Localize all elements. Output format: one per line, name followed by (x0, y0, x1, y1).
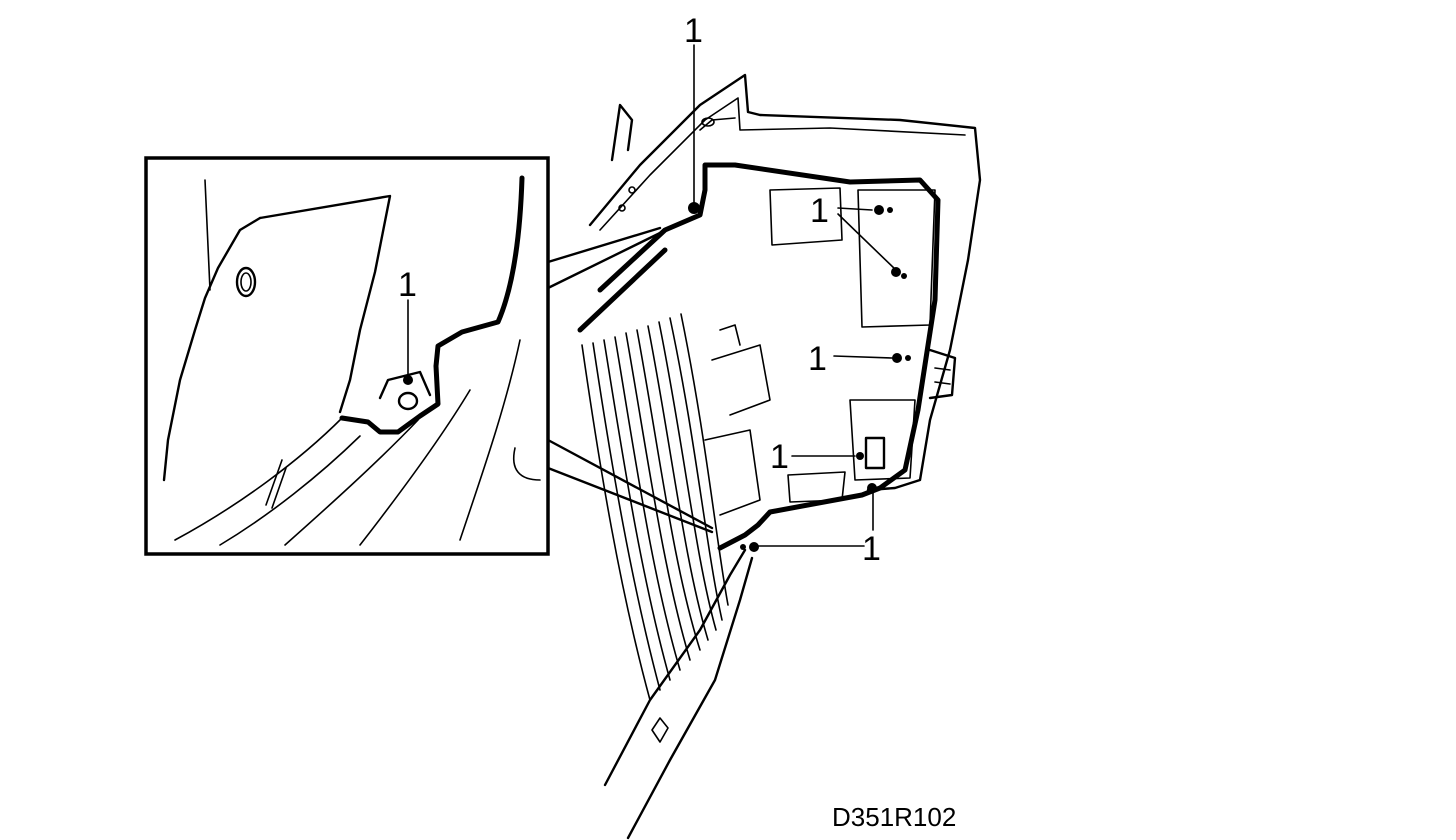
detail-inset (144, 156, 714, 556)
callout-label-top: 1 (684, 12, 703, 50)
callout-label-middle-right: 1 (808, 340, 827, 378)
callout-leaders (403, 44, 911, 552)
callout-label-inset: 1 (398, 266, 417, 304)
callout-label-upper-right: 1 (810, 192, 829, 230)
callout-label-lower-right: 1 (862, 530, 881, 568)
figure-code: D351R102 (832, 802, 956, 832)
callout-numbers: 1 1 1 1 1 1 (398, 12, 881, 568)
callout-label-lower-clip: 1 (770, 438, 789, 476)
wheelhouse-liner (577, 73, 982, 840)
